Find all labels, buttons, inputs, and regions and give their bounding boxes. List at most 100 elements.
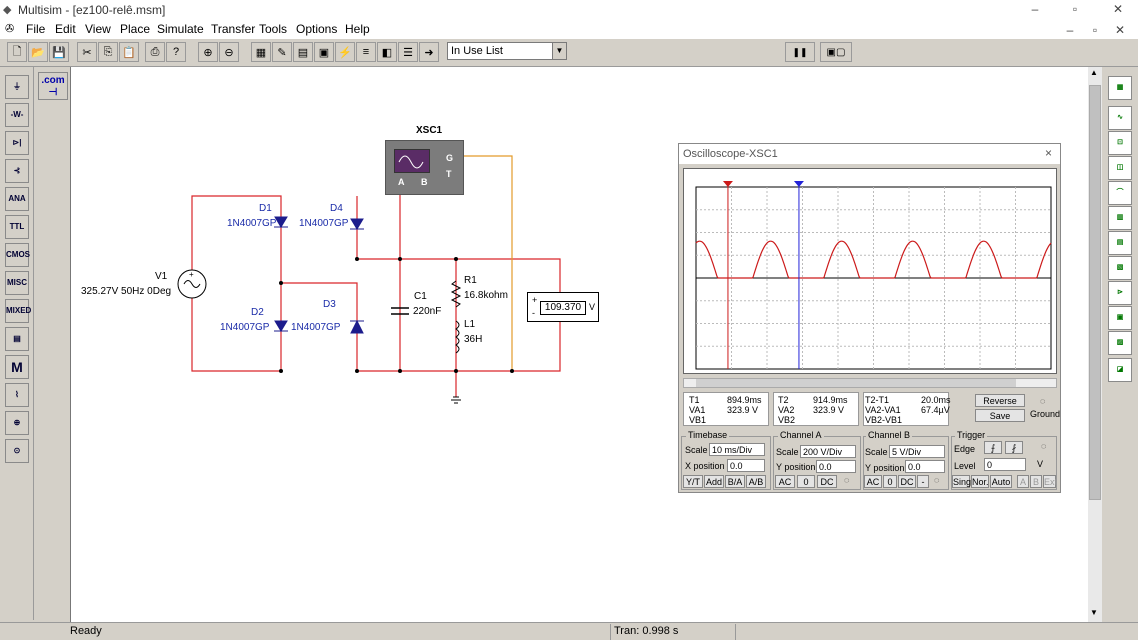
scope-scrollbar[interactable] <box>683 378 1057 388</box>
basic-icon[interactable]: -W- <box>5 103 29 127</box>
postprocessor-icon[interactable]: ≡ <box>356 42 376 62</box>
power-icon[interactable]: ⊙ <box>5 439 29 463</box>
menu-tools[interactable]: Tools <box>259 22 288 36</box>
com-button[interactable]: .com⊣ <box>38 72 68 100</box>
bode-plotter-icon[interactable]: ⌒ <box>1108 181 1132 205</box>
scroll-thumb[interactable] <box>1089 85 1101 500</box>
multimeter-icon[interactable]: ▦ <box>1108 76 1132 100</box>
channel-b-ypos-field[interactable]: 0.0 <box>905 460 945 473</box>
print-icon[interactable]: ⎙ <box>145 42 165 62</box>
channel-b-dc-button[interactable]: DC <box>898 475 916 488</box>
pause-icon[interactable]: ❚❚ <box>785 42 815 62</box>
sources-icon[interactable]: ⏚ <box>5 75 29 99</box>
distortion-analyzer-icon[interactable]: ▣ <box>1108 306 1132 330</box>
voltmeter[interactable]: + - 109.370 V <box>527 292 599 322</box>
word-generator-icon[interactable]: ▥ <box>1108 206 1132 230</box>
run-switch-icon[interactable]: ▣▢ <box>820 42 852 62</box>
ab-button[interactable]: A/B <box>746 475 766 488</box>
new-file-icon[interactable]: 🗋 <box>7 42 27 62</box>
single-button[interactable]: Sing. <box>952 475 974 488</box>
in-use-list-select[interactable]: In Use List ▼ <box>447 42 567 60</box>
reverse-button[interactable]: Reverse <box>975 394 1025 407</box>
trigger-ext-button[interactable]: Ext <box>1043 475 1058 488</box>
close-button[interactable]: ✕ <box>1112 2 1124 16</box>
wattmeter-icon[interactable]: ⊡ <box>1108 131 1132 155</box>
virtual-instrument-icon[interactable]: ◧ <box>377 42 397 62</box>
menu-place[interactable]: Place <box>120 22 151 36</box>
auto-button[interactable]: Auto <box>990 475 1012 488</box>
ttl-icon[interactable]: TTL <box>5 215 29 239</box>
close-icon[interactable]: × <box>1044 146 1052 160</box>
menu-file[interactable]: File <box>26 22 46 36</box>
trigger-radio-icon[interactable]: ◌ <box>1041 441 1047 451</box>
timebase-scale-field[interactable]: 10 ms/Div <box>709 443 765 456</box>
trigger-level-field[interactable]: 0 <box>984 458 1026 471</box>
analysis-icon[interactable]: ⚡ <box>335 42 355 62</box>
oscilloscope-instrument[interactable]: A B G T <box>385 140 464 195</box>
menu-edit[interactable]: Edit <box>55 22 76 36</box>
function-generator-icon[interactable]: ∿ <box>1108 106 1132 130</box>
channel-a-zero-button[interactable]: 0 <box>797 475 815 488</box>
component-icon[interactable]: ▦ <box>251 42 271 62</box>
channel-b-minus-button[interactable]: - <box>917 475 929 488</box>
channel-a-dc-button[interactable]: DC <box>817 475 837 488</box>
oscilloscope-icon[interactable]: ◫ <box>1108 156 1132 180</box>
cmos-icon[interactable]: CMOS <box>5 243 30 267</box>
channel-b-ac-button[interactable]: AC <box>864 475 882 488</box>
ba-button[interactable]: B/A <box>725 475 745 488</box>
rf-icon[interactable]: ⌇ <box>5 383 29 407</box>
menu-view[interactable]: View <box>85 22 111 36</box>
iv-analyzer-icon[interactable]: ⊳ <box>1108 281 1132 305</box>
channel-a-radio-icon[interactable]: ◌ <box>844 475 850 485</box>
help-icon[interactable]: ? <box>166 42 186 62</box>
grapher-icon[interactable]: ▣ <box>314 42 334 62</box>
normal-button[interactable]: Nor. <box>971 475 989 488</box>
cut-icon[interactable]: ✂ <box>77 42 97 62</box>
zoom-out-icon[interactable]: ⊖ <box>219 42 239 62</box>
yt-button[interactable]: Y/T <box>683 475 703 488</box>
save-icon[interactable]: 💾 <box>49 42 69 62</box>
electromechanical-icon[interactable]: ⊕ <box>5 411 29 435</box>
channel-b-scale-field[interactable]: 5 V/Div <box>889 445 945 458</box>
channel-b-zero-button[interactable]: 0 <box>883 475 897 488</box>
network-analyzer-icon[interactable]: ◪ <box>1108 358 1132 382</box>
restore-button[interactable]: ▫ <box>1072 2 1078 16</box>
paste-icon[interactable]: 📋 <box>119 42 139 62</box>
x-position-field[interactable]: 0.0 <box>727 459 765 472</box>
transfer-icon[interactable]: ➜ <box>419 42 439 62</box>
scroll-up-icon[interactable]: ▲ <box>1090 68 1098 77</box>
add-button[interactable]: Add <box>704 475 724 488</box>
logic-analyzer-icon[interactable]: ▤ <box>1108 231 1132 255</box>
analog-icon[interactable]: ANA <box>5 187 29 211</box>
copy-icon[interactable]: ⎘ <box>98 42 118 62</box>
doc-icon[interactable]: ✇ <box>5 23 15 35</box>
channel-a-ypos-field[interactable]: 0.0 <box>816 460 856 473</box>
chevron-down-icon[interactable]: ▼ <box>552 43 566 59</box>
channel-a-scale-field[interactable]: 200 V/Div <box>800 445 856 458</box>
mixed-icon[interactable]: MIXED <box>5 299 31 323</box>
menu-options[interactable]: Options <box>296 22 338 36</box>
minimize-button[interactable]: – <box>1031 2 1039 16</box>
bom-icon[interactable]: ☰ <box>398 42 418 62</box>
scroll-down-icon[interactable]: ▼ <box>1090 608 1098 617</box>
menu-help[interactable]: Help <box>345 22 370 36</box>
menu-transfer[interactable]: Transfer <box>211 22 256 36</box>
logic-converter-icon[interactable]: ▧ <box>1108 256 1132 280</box>
transistor-icon[interactable]: ⊰ <box>5 159 29 183</box>
diode-icon[interactable]: ⊳| <box>5 131 29 155</box>
doc-minimize-button[interactable]: – <box>1066 23 1074 37</box>
indicator-icon[interactable]: ▤ <box>5 327 29 351</box>
spectrum-analyzer-icon[interactable]: ▨ <box>1108 331 1132 355</box>
save-button[interactable]: Save <box>975 409 1025 422</box>
falling-edge-icon[interactable]: ⨏ <box>1005 441 1023 454</box>
doc-close-button[interactable]: ✕ <box>1114 23 1126 37</box>
component-editor-icon[interactable]: ✎ <box>272 42 292 62</box>
channel-a-ac-button[interactable]: AC <box>775 475 795 488</box>
ground-terminal-icon[interactable]: ◌ <box>1040 396 1046 406</box>
doc-restore-button[interactable]: ▫ <box>1092 23 1098 37</box>
misc-icon[interactable]: M <box>5 355 29 379</box>
trigger-a-button[interactable]: A <box>1017 475 1029 488</box>
misc-digital-icon[interactable]: MISC <box>5 271 29 295</box>
channel-b-radio-icon[interactable]: ◌ <box>934 475 940 485</box>
rising-edge-icon[interactable]: ⨍ <box>984 441 1002 454</box>
